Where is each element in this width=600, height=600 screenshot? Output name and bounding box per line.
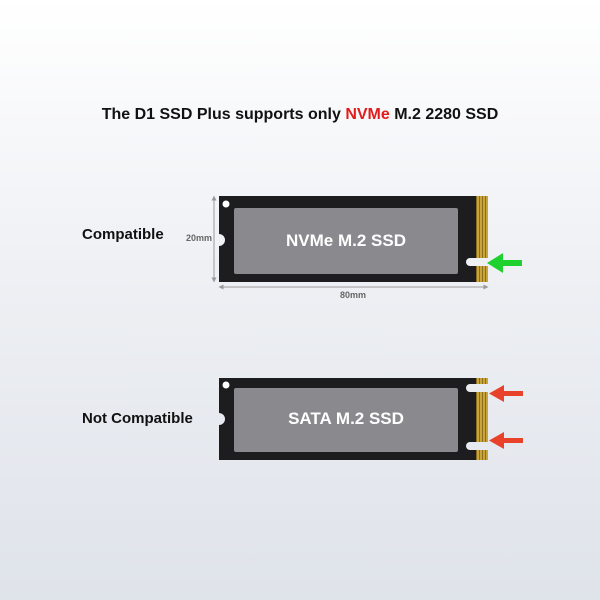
title-suffix: M.2 2280 SSD: [389, 106, 499, 123]
height-dimension-text: 20mm: [186, 233, 213, 243]
compatible-arrow-icon: [487, 253, 522, 273]
nvme-gold-contacts-bottom: [476, 266, 488, 282]
sata-ssd-label: SATA M.2 SSD: [236, 409, 456, 429]
nvme-ssd-label: NVMe M.2 SSD: [236, 231, 456, 251]
sata-ssd-label-suffix: M.2 SSD: [331, 409, 404, 428]
not-compatible-arrow-top-icon: [489, 385, 523, 402]
nvme-gold-contacts-top: [476, 196, 488, 258]
sata-mount-hole: [222, 381, 230, 389]
nvme-ssd-label-suffix: M.2 SSD: [333, 231, 406, 250]
sata-gold-contacts-middle: [476, 392, 488, 442]
not-compatible-arrow-bottom-icon: [489, 432, 523, 449]
width-dimension-text: 80mm: [340, 290, 367, 300]
sata-gold-contacts-top: [476, 378, 488, 384]
sata-ssd-label-prefix: SATA: [288, 409, 332, 428]
compatible-label: Compatible: [82, 226, 164, 243]
page-title: The D1 SSD Plus supports only NVMe M.2 2…: [0, 106, 600, 124]
not-compatible-label: Not Compatible: [82, 410, 193, 427]
title-prefix: The D1 SSD Plus supports only: [101, 106, 346, 123]
nvme-ssd-label-prefix: NVMe: [286, 231, 334, 250]
nvme-label-panel: [234, 208, 458, 274]
nvme-mount-hole: [222, 200, 230, 208]
title-highlight: NVMe: [345, 106, 390, 123]
nvme-ssd: [219, 196, 488, 282]
sata-label-panel: [234, 388, 458, 452]
sata-gold-contacts-bottom: [476, 450, 488, 460]
sata-ssd: [219, 378, 488, 460]
